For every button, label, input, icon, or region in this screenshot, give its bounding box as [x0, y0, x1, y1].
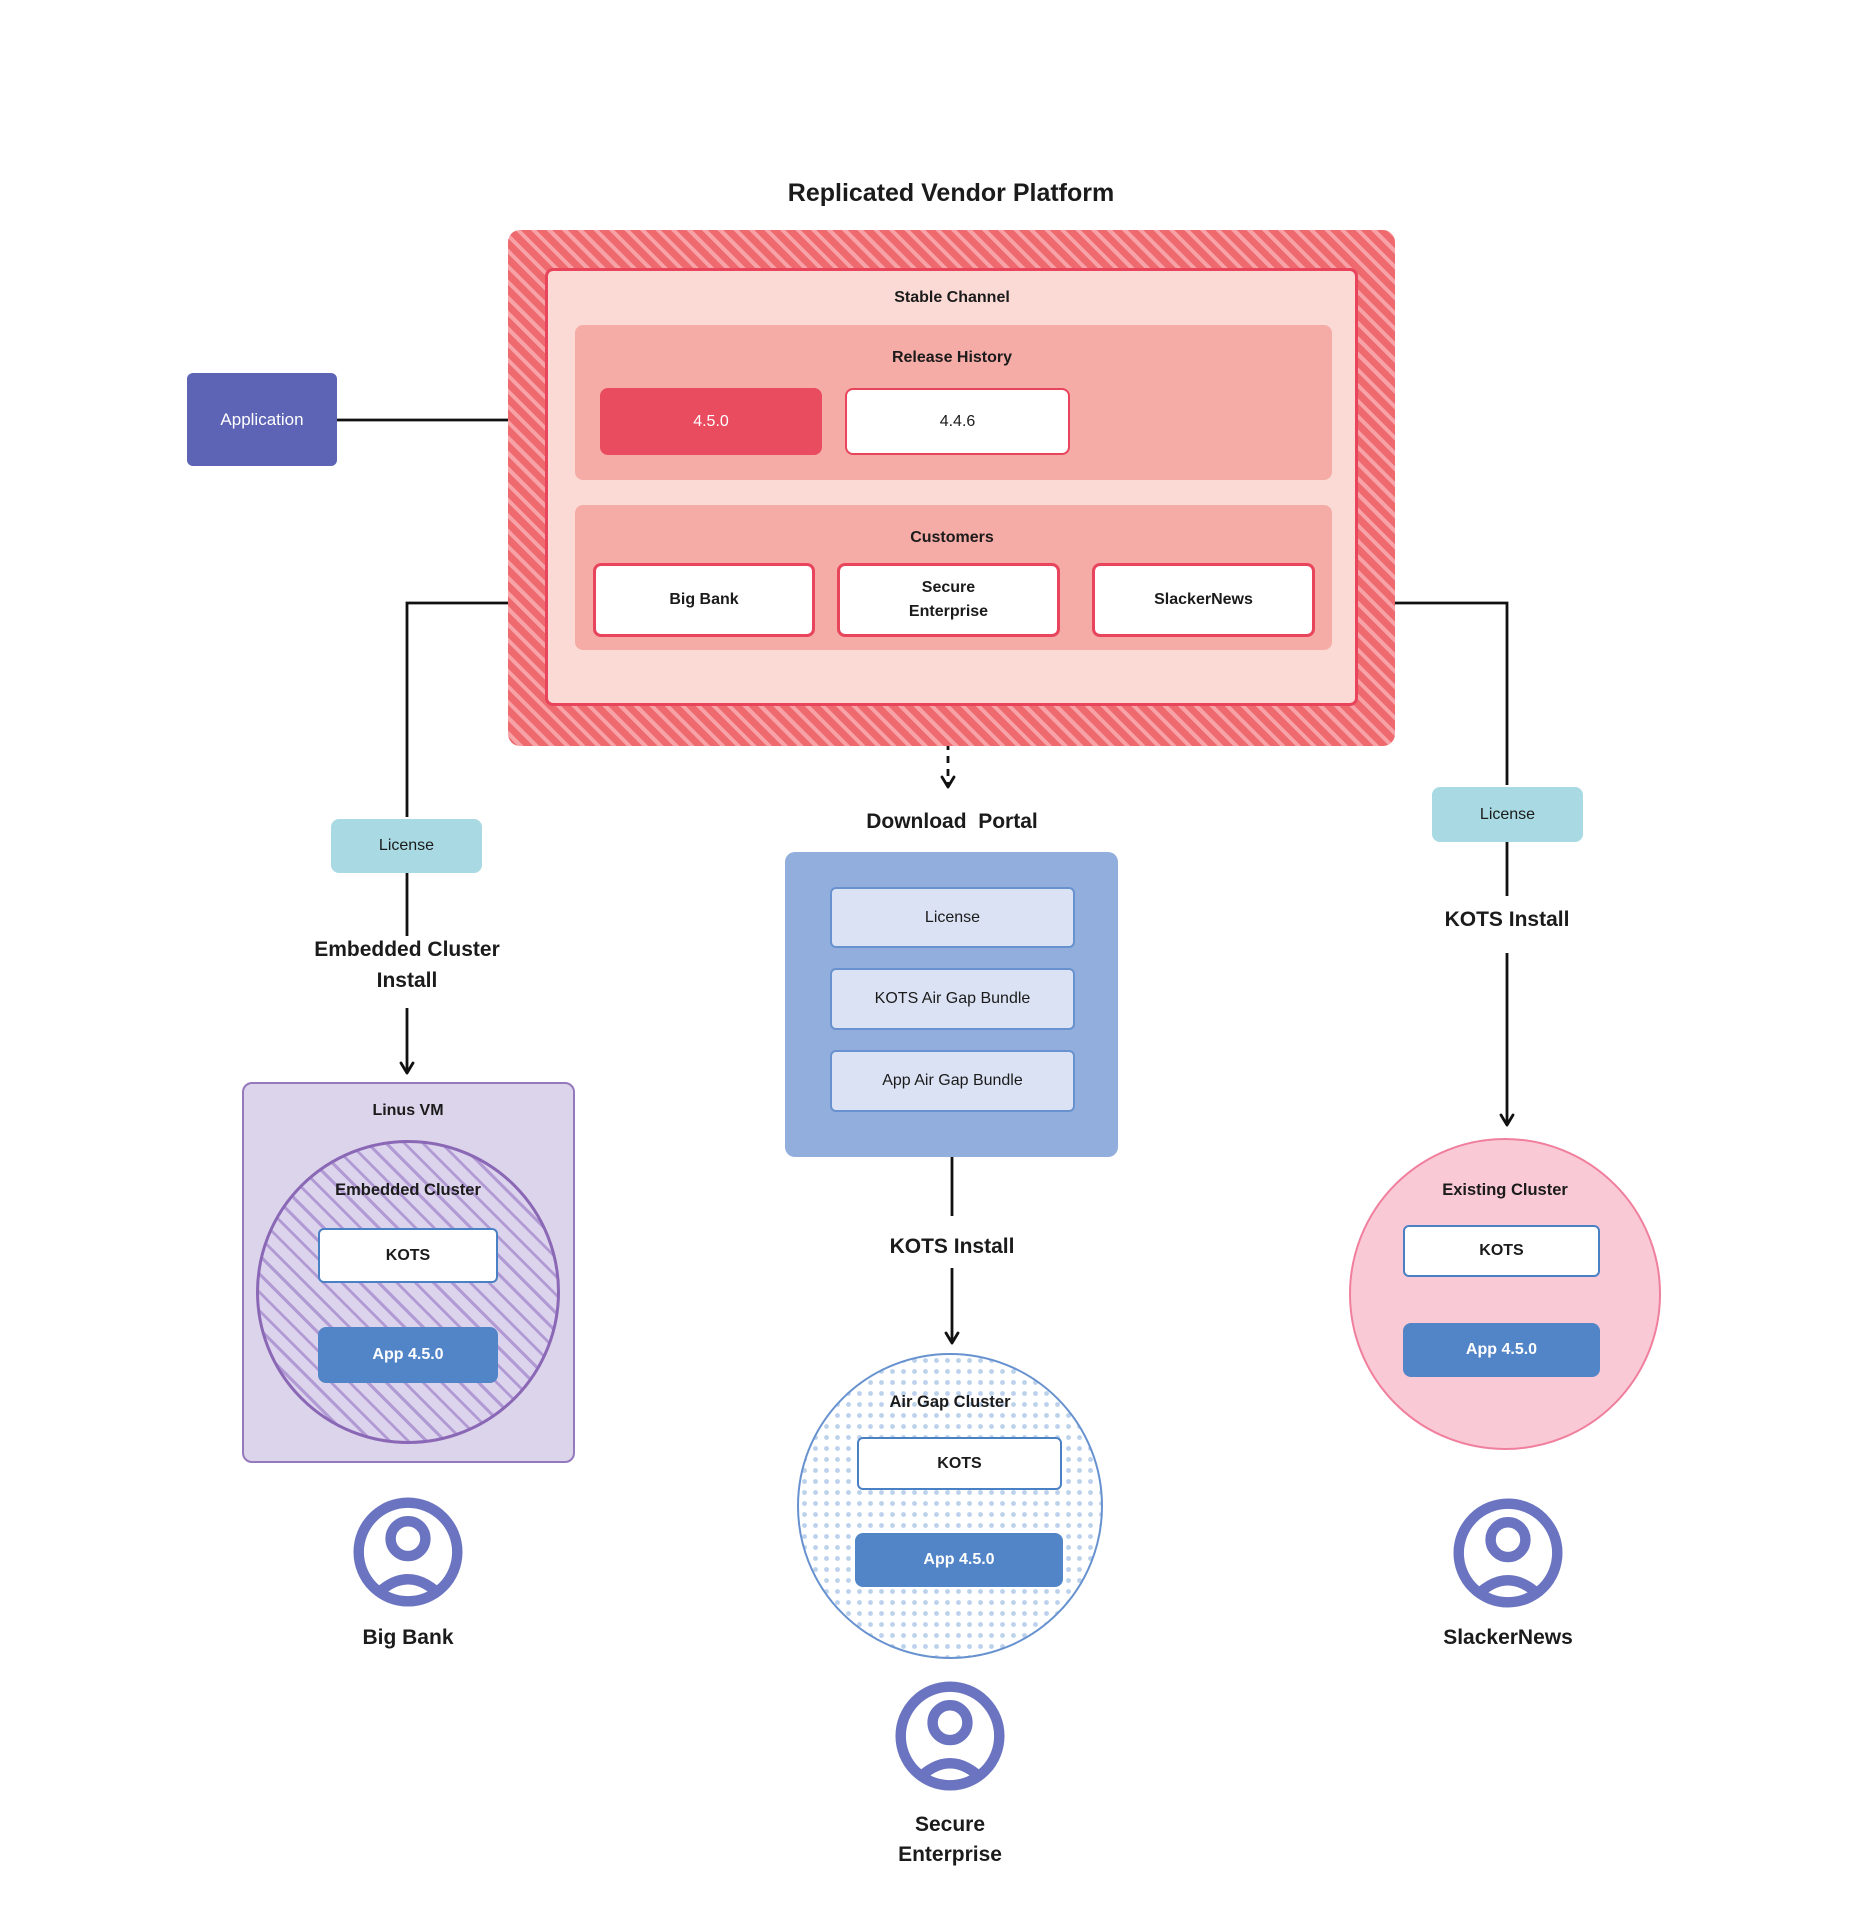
- kots-install-label-middle: KOTS Install: [889, 1235, 1015, 1258]
- secure-enterprise-user-label: Secure Enterprise: [898, 1813, 1002, 1866]
- kots-box-right: KOTS: [1403, 1225, 1600, 1277]
- air-gap-cluster-label: Air Gap Cluster: [889, 1392, 1011, 1411]
- existing-cluster-label: Existing Cluster: [1442, 1180, 1568, 1199]
- app-version-box-right: App 4.5.0: [1403, 1323, 1600, 1377]
- portal-item-license: License: [830, 887, 1075, 948]
- app-version-box-middle: App 4.5.0: [855, 1533, 1063, 1587]
- slackernews-user-label: SlackerNews: [1443, 1626, 1573, 1649]
- linus-vm-label: Linus VM: [372, 1102, 444, 1119]
- license-badge-right: License: [1432, 787, 1583, 842]
- kots-install-label-right: KOTS Install: [1444, 908, 1570, 931]
- download-portal-label: Download Portal: [866, 810, 1038, 833]
- kots-box-middle: KOTS: [857, 1437, 1062, 1490]
- portal-item-app-bundle: App Air Gap Bundle: [830, 1050, 1075, 1112]
- application-box: Application: [187, 373, 337, 466]
- secure-enterprise-user-icon: [895, 1681, 1005, 1791]
- existing-cluster-circle: [1349, 1138, 1661, 1450]
- big-bank-user-label: Big Bank: [362, 1626, 454, 1649]
- release-version-current: 4.5.0: [600, 388, 822, 455]
- customer-slackernews: SlackerNews: [1092, 563, 1315, 637]
- customers-label: Customers: [910, 529, 994, 546]
- portal-item-kots-bundle: KOTS Air Gap Bundle: [830, 968, 1075, 1030]
- air-gap-cluster-circle: [797, 1353, 1103, 1659]
- release-version-previous: 4.4.6: [845, 388, 1070, 455]
- slackernews-user-icon: [1453, 1498, 1563, 1608]
- diagram-title: Replicated Vendor Platform: [787, 178, 1115, 207]
- embedded-cluster-circle: [256, 1140, 560, 1444]
- release-history-label: Release History: [891, 349, 1013, 366]
- license-badge-left: License: [331, 819, 482, 873]
- stable-channel-label: Stable Channel: [894, 289, 1010, 306]
- customer-big-bank: Big Bank: [593, 563, 815, 637]
- app-version-box-left: App 4.5.0: [318, 1327, 498, 1383]
- embedded-cluster-install-label: Embedded Cluster Install: [314, 938, 500, 992]
- customer-secure-enterprise: Secure Enterprise: [837, 563, 1060, 637]
- big-bank-user-icon: [353, 1497, 463, 1607]
- kots-box-left: KOTS: [318, 1228, 498, 1283]
- embedded-cluster-label: Embedded Cluster: [335, 1180, 481, 1199]
